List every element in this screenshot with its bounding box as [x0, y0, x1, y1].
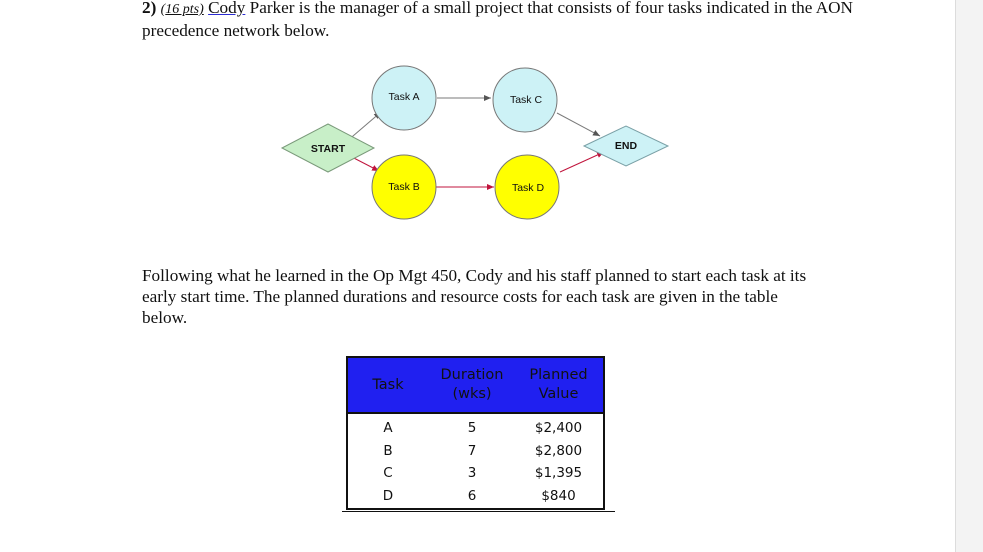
document-page: 2) (16 pts) Cody Parker is the manager o… — [142, 0, 862, 512]
intro-text: Parker is the manager of a small project… — [142, 0, 853, 40]
header-task: Task — [372, 376, 404, 393]
task-a-label: Task A — [389, 91, 420, 103]
table-row: B 7 $2,800 — [348, 440, 603, 463]
task-c-node — [492, 67, 558, 133]
edge-d-end — [559, 151, 605, 173]
cell-value: $2,800 — [534, 442, 583, 459]
cell-value: $840 — [541, 487, 576, 504]
task-b-label: Task B — [388, 181, 420, 193]
task-d-node — [494, 154, 560, 220]
task-a-node — [371, 65, 437, 131]
cell-task: A — [383, 420, 393, 437]
task-b-node — [371, 154, 437, 220]
start-node — [280, 123, 376, 173]
paragraph-planning: Following what he learned in the Op Mgt … — [142, 266, 807, 327]
person-name: Cody — [208, 0, 246, 17]
header-duration: Duration(wks) — [440, 367, 504, 402]
cell-task: C — [383, 465, 393, 482]
question-number: 2) — [142, 0, 157, 17]
cell-duration: 5 — [467, 420, 477, 437]
aon-network-diagram: START END Task A Task C Task B Task D — [280, 65, 670, 220]
table-row: A 5 $2,400 — [348, 417, 603, 440]
cell-duration: 7 — [467, 442, 477, 459]
edge-c-end — [556, 112, 601, 137]
start-label: START — [311, 143, 346, 155]
question-intro: 2) (16 pts) Cody Parker is the manager o… — [142, 0, 862, 41]
cell-task: D — [382, 487, 394, 504]
end-node — [582, 125, 670, 167]
points-label: (16 pts) — [160, 2, 204, 17]
cell-duration: 6 — [467, 487, 477, 504]
viewer-side-gutter — [955, 0, 983, 552]
table-row: D 6 $840 — [348, 485, 603, 508]
cell-duration: 3 — [467, 465, 477, 482]
table-body: A 5 $2,400 B 7 $2,800 C 3 $1,395 D 6 $84… — [346, 414, 605, 510]
task-c-label: Task C — [510, 94, 543, 106]
cell-task: B — [383, 442, 393, 459]
end-label: END — [615, 140, 638, 152]
task-d-label: Task D — [512, 182, 545, 194]
table-bottom-rule — [342, 511, 615, 512]
cell-value: $2,400 — [534, 420, 583, 437]
cell-value: $1,395 — [534, 465, 583, 482]
table-row: C 3 $1,395 — [348, 462, 603, 485]
